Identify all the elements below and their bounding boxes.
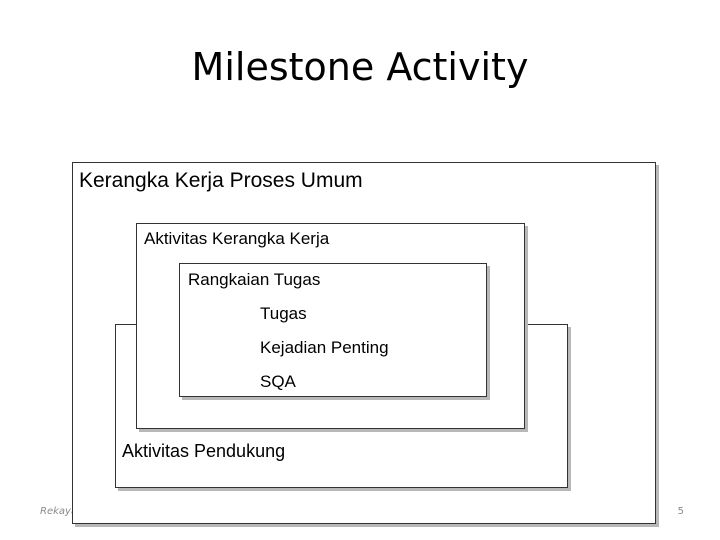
generic-process-framework-label: Kerangka Kerja Proses Umum [79, 169, 363, 192]
umbrella-activities-label: Aktivitas Pendukung [122, 441, 286, 461]
task-item-sqa: SQA [260, 372, 296, 391]
task-item-tasks: Tugas [260, 304, 307, 323]
slide-title: Milestone Activity [191, 45, 529, 89]
footer-text: Rekayasa [40, 506, 72, 517]
task-set-box: Rangkaian Tugas Tugas Kejadian Penting S… [179, 263, 487, 397]
task-set-label: Rangkaian Tugas [188, 270, 321, 289]
page-number: 5 [677, 506, 684, 517]
framework-activity-label: Aktivitas Kerangka Kerja [144, 229, 330, 248]
task-item-milestones: Kejadian Penting [260, 338, 389, 357]
